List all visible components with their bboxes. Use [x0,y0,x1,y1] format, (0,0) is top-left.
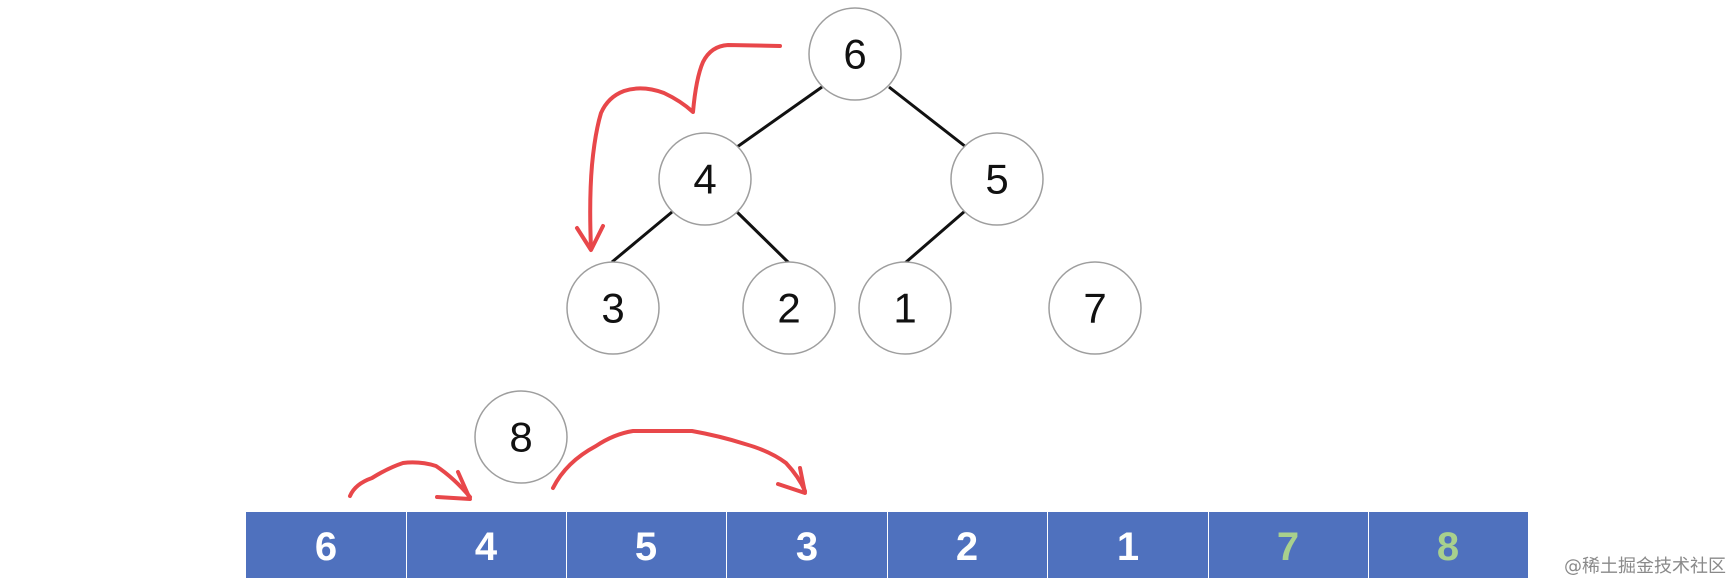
array-cell-value: 2 [956,525,978,569]
array-cell-value: 4 [475,525,498,569]
arrow-cell3-to-cell4-head [776,466,807,495]
arrow-root-to-leaf-head [575,224,605,252]
array-cell: 7 [1209,512,1368,578]
edge-root-right [888,85,967,149]
array-cell-value: 7 [1277,525,1299,569]
node-value: 7 [1083,285,1106,332]
node-value: 5 [985,156,1008,203]
watermark: @稀土掘金技术社区 [1564,556,1726,577]
array-cell: 5 [567,512,726,578]
array-cell: 8 [1369,512,1528,578]
node-value: 4 [693,156,716,203]
array-cell: 4 [407,512,566,578]
tree-node-right: 5 [950,132,1044,226]
array-cell: 2 [888,512,1047,578]
floating-node: 8 [474,390,568,484]
node-value: 1 [893,285,916,332]
array-cell-value: 5 [635,525,657,569]
array-cell-value: 3 [796,525,818,569]
node-value: 6 [843,31,866,78]
tree-node-detached: 7 [1048,261,1142,355]
arrow-cell1-to-cell2 [348,460,472,499]
node-value: 2 [777,285,800,332]
tree-node-left: 4 [658,132,752,226]
tree-node-right-left: 1 [858,261,952,355]
array-cell-value: 6 [315,525,337,569]
array-row: 6 4 5 3 2 1 7 8 [246,512,1528,578]
array-cell: 6 [246,512,406,578]
array-cell: 1 [1048,512,1208,578]
edge-left-leftright [735,210,792,266]
edge-root-left [736,85,823,149]
tree-node-root: 6 [808,7,902,101]
tree-edges [611,85,967,266]
arrow-cell3-to-cell4 [551,429,807,493]
edge-right-rightleft [904,209,966,265]
tree-node-left-right: 2 [742,261,836,355]
node-value: 3 [601,285,624,332]
array-cell-value: 1 [1117,525,1139,569]
arrow-cell1-to-cell2-head [435,470,472,501]
swap-arrows [348,43,807,501]
floating-node-value: 8 [509,414,532,461]
array-cell-value: 8 [1437,525,1459,569]
array-cell: 3 [727,512,887,578]
tree-node-left-left: 3 [566,261,660,355]
arrow-root-to-leaf [588,43,782,250]
edge-left-leftleft [611,210,673,264]
